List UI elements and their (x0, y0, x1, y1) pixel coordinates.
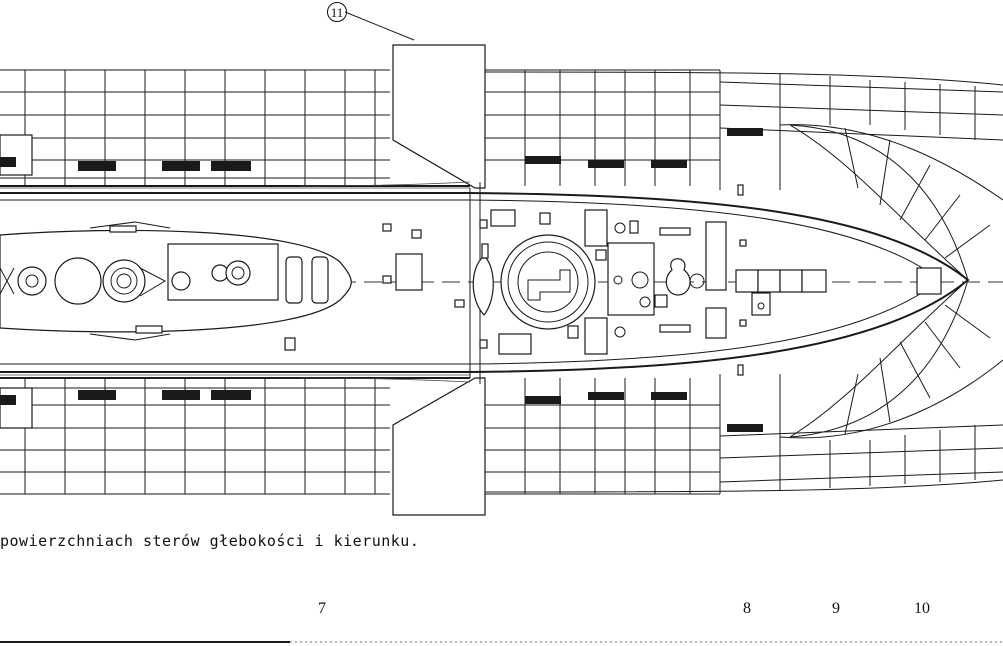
station-label: 7 (318, 600, 326, 617)
hydroplanes (392, 44, 486, 516)
station-label: 9 (832, 600, 840, 617)
upper-deck-grid (0, 69, 1003, 190)
lower-deck-grid (0, 374, 1003, 495)
callout-marker: 11 (327, 2, 347, 22)
deck-slots (0, 128, 763, 432)
callout-leader (344, 11, 415, 41)
deck-rails (0, 181, 471, 383)
station-label: 8 (743, 600, 751, 617)
station-label: 10 (914, 600, 930, 617)
conning-tower (0, 221, 352, 341)
bow-section (779, 124, 1003, 439)
deck-fittings (284, 184, 942, 376)
figure-caption: powierzchniach sterów głebokości i kieru… (0, 532, 420, 550)
